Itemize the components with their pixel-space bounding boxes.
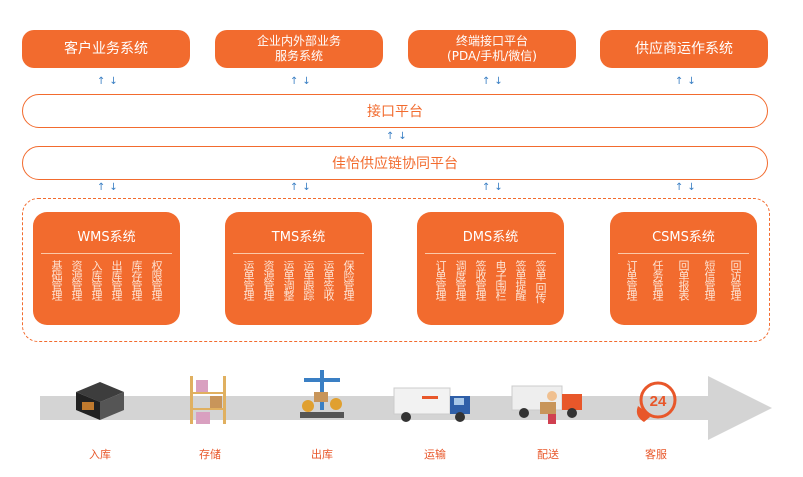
system-item: 基础管理 xyxy=(50,260,63,300)
truck-icon xyxy=(393,387,470,422)
flow-arrow-head xyxy=(708,376,772,440)
arrow-icon: ↑↓ xyxy=(482,182,507,193)
system-item: 回访管理 xyxy=(729,260,742,300)
arrow-icon: ↑↓ xyxy=(675,76,700,87)
interface-platform: 接口平台 xyxy=(22,94,768,128)
systems-container xyxy=(22,198,770,342)
system-item: 电子围栏 xyxy=(494,260,507,300)
arrow-icon: ↑↓ xyxy=(97,182,122,193)
system-item: 运单跟踪 xyxy=(302,260,315,300)
system-item: 签单 回传 xyxy=(534,260,547,303)
delivery-person-icon xyxy=(511,385,582,424)
flow-step-storage: 存储 xyxy=(199,448,221,461)
system-title: DMS系统 xyxy=(462,230,519,245)
system-item: 保险管理 xyxy=(342,260,355,300)
flow-step-delivery: 配送 xyxy=(537,448,559,461)
system-title: TMS系统 xyxy=(271,230,326,245)
system-item: 任务管理 xyxy=(651,260,664,300)
top-system-supplier: 供应商运作系统 xyxy=(600,30,768,68)
robot-arm-icon xyxy=(300,370,344,418)
system-item: 出库管理 xyxy=(110,260,123,300)
dms-system: DMS系统 订单管理 调度管理 签收管理 电子围栏 签单提醒 签单 回传 xyxy=(417,212,564,325)
arrow-icon: ↑↓ xyxy=(482,76,507,87)
system-item: 签单提醒 xyxy=(514,260,527,300)
system-item: 回单报表 xyxy=(677,260,690,300)
system-item: 库存管理 xyxy=(130,260,143,300)
csms-system: CSMS系统 订单管理 任务管理 回单报表 短信管理 回访管理 xyxy=(610,212,757,325)
top-system-terminal: 终端接口平台 (PDA/手机/微信) xyxy=(408,30,576,68)
flow-step-outbound: 出库 xyxy=(311,448,333,461)
system-item: 权限管理 xyxy=(150,260,163,300)
system-item: 资源管理 xyxy=(70,260,83,300)
storage-shelf-icon xyxy=(190,376,226,424)
flow-step-inbound: 入库 xyxy=(89,448,111,461)
customer-service-clock-icon: 24 xyxy=(636,381,677,422)
system-item: 运单签收 xyxy=(322,260,335,300)
system-item: 入库管理 xyxy=(90,260,103,300)
system-item: 签收管理 xyxy=(474,260,487,300)
system-item: 运单调整 xyxy=(282,260,295,300)
flow-step-transport: 运输 xyxy=(424,448,446,461)
system-item: 短信管理 xyxy=(703,260,716,300)
arrow-icon: ↑↓ xyxy=(97,76,122,87)
flow-step-service: 客服 xyxy=(645,448,667,461)
arrow-icon: ↑↓ xyxy=(290,182,315,193)
clock-badge: 24 xyxy=(650,393,667,410)
system-item: 资源管理 xyxy=(262,260,275,300)
system-item: 订单管理 xyxy=(625,260,638,300)
tms-system: TMS系统 运单管理 资源管理 运单调整 运单跟踪 运单签收 保险管理 xyxy=(225,212,372,325)
system-title: CSMS系统 xyxy=(652,230,715,245)
warehouse-box-icon xyxy=(76,382,124,420)
system-title: WMS系统 xyxy=(77,230,136,245)
system-item: 调度管理 xyxy=(454,260,467,300)
top-system-enterprise: 企业内外部业务 服务系统 xyxy=(215,30,383,68)
system-item: 订单管理 xyxy=(434,260,447,300)
arrow-icon: ↑↓ xyxy=(675,182,700,193)
arrow-icon: ↑↓ xyxy=(290,76,315,87)
system-item: 运单管理 xyxy=(242,260,255,300)
supply-chain-platform: 佳怡供应链协同平台 xyxy=(22,146,768,180)
flow-arrow-band xyxy=(40,396,712,420)
wms-system: WMS系统 基础管理 资源管理 入库管理 出库管理 库存管理 权限管理 xyxy=(33,212,180,325)
arrow-icon: ↑↓ xyxy=(386,131,411,142)
top-system-customer: 客户业务系统 xyxy=(22,30,190,68)
